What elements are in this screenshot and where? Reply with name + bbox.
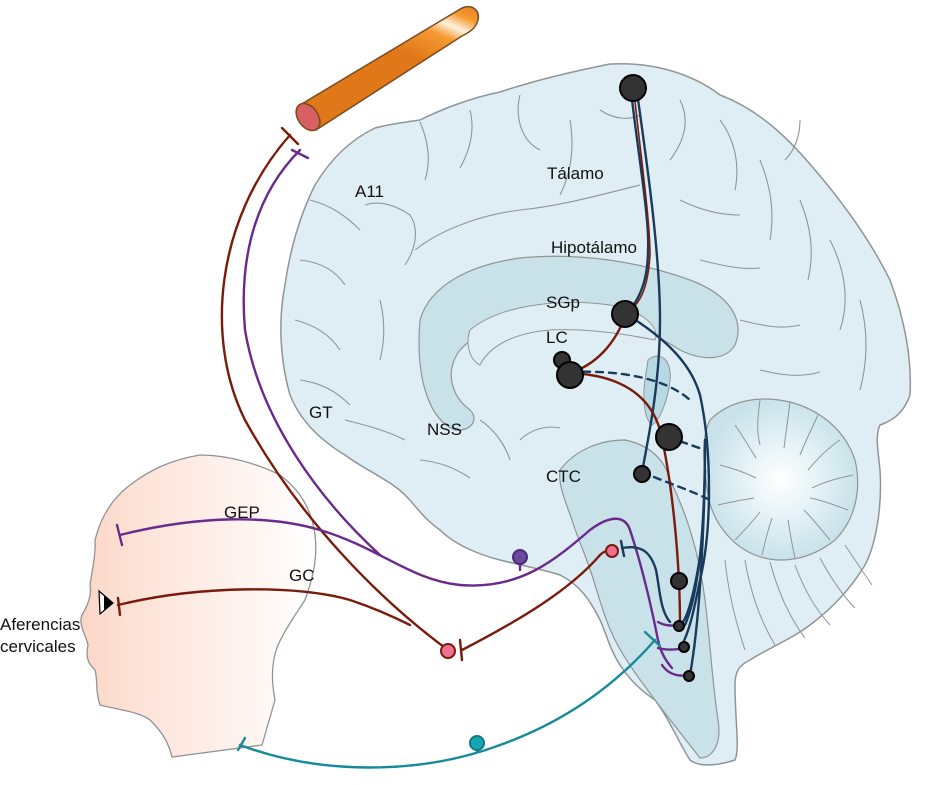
nuclei (553, 74, 695, 682)
eye-icon (98, 589, 114, 616)
gyri-lines (294, 94, 867, 479)
ganglion-gc (605, 544, 619, 558)
node-lc (556, 361, 584, 389)
label-gt: GT (309, 403, 333, 422)
node-cortex (619, 74, 647, 102)
label-lc: LC (546, 328, 568, 347)
pathway-cortex-red (627, 91, 651, 313)
label-nss: NSS (427, 420, 462, 439)
node-pons (655, 423, 683, 451)
label-gep: GEP (224, 503, 260, 522)
label-sgp: SGp (546, 293, 581, 312)
brain (280, 63, 912, 766)
node-tcc-1 (673, 620, 685, 632)
pathway-cortex-navy-1 (624, 88, 650, 316)
node-medulla (670, 572, 688, 590)
label-gc: GC (289, 566, 315, 585)
ganglion-gt (440, 643, 456, 659)
ganglion-gep (512, 549, 528, 565)
label-hipotalamo: Hipotálamo (551, 238, 637, 257)
label-aferencias-cervicales: Aferencias cervicales (0, 615, 81, 656)
meningeal-vessel (295, 6, 480, 132)
ganglia (440, 544, 619, 751)
pathway-gc (116, 588, 412, 627)
ganglion-cervical (469, 735, 485, 751)
node-tcc-3 (683, 670, 695, 682)
label-talamo: Tálamo (547, 164, 604, 183)
label-a11: A11 (355, 182, 384, 201)
node-tcc-2 (678, 641, 690, 653)
vessel-terminal-purple (290, 148, 310, 160)
pathway-cortex-navy-2 (635, 90, 662, 474)
vessel-terminal-red (280, 126, 300, 146)
node-ctc (633, 465, 651, 483)
pathway-sgp-tcc (624, 312, 711, 647)
pathway-gep-to-vessel (242, 148, 382, 557)
head-silhouette (80, 454, 317, 758)
pathway-gt-to-vessel (220, 133, 450, 652)
pathway-cervical (238, 638, 657, 769)
pathway-gep (118, 517, 674, 670)
label-ctc: CTC (546, 467, 581, 486)
node-sgp (611, 300, 639, 328)
